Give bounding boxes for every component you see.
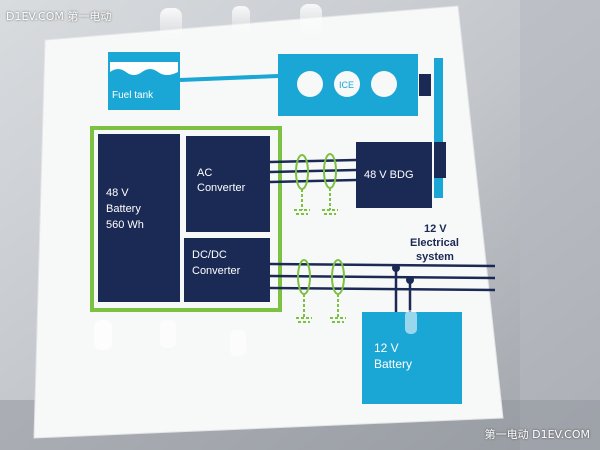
- battery-48v-block: 48 V Battery 560 Wh: [98, 134, 180, 302]
- battery-12v-label-1: 12 V: [374, 341, 399, 355]
- dcdc-converter-label-2: Converter: [192, 265, 241, 277]
- lv-bus-chokes: [296, 259, 346, 323]
- electrical-system-label: 12 V Electrical system: [410, 223, 459, 263]
- battery-12v-label-2: Battery: [374, 357, 412, 371]
- ice-pulley: [419, 74, 431, 96]
- battery-48v-label-1: 48 V: [106, 187, 129, 199]
- ice-block: ICE: [278, 54, 418, 116]
- glare-reflections: [94, 4, 417, 356]
- fuel-tank-label: Fuel tank: [112, 90, 154, 101]
- bdg-pulley: [434, 142, 446, 178]
- watermark-top-left: D1EV.COM 第一电动: [6, 10, 112, 23]
- bus-junction-2: [406, 276, 414, 284]
- battery-48v-label-2: Battery: [106, 203, 141, 215]
- bdg-48v-label: 48 V BDG: [364, 169, 414, 181]
- ac-bus-chokes: [294, 153, 338, 215]
- ac-converter-label-1: AC: [197, 167, 212, 179]
- electrical-system-label-1: 12 V: [424, 223, 447, 235]
- ac-converter-label-2: Converter: [197, 182, 246, 194]
- ice-label: ICE: [339, 80, 354, 90]
- belt: [434, 58, 443, 198]
- fuel-tank-block: Fuel tank: [108, 52, 180, 110]
- electrical-system-label-3: system: [416, 251, 454, 263]
- background-right-panel: [520, 0, 600, 450]
- watermark-bottom-right: 第一电动 D1EV.COM: [484, 428, 590, 441]
- fuel-line: [179, 74, 279, 82]
- ac-converter-block: AC Converter: [186, 136, 270, 232]
- battery-48v-label-3: 560 Wh: [106, 219, 144, 231]
- bus-junction-1: [392, 264, 400, 272]
- dcdc-converter-block: DC/DC Converter: [184, 238, 270, 302]
- bdg-48v-block: 48 V BDG: [356, 142, 432, 208]
- electrical-system-label-2: Electrical: [410, 237, 459, 249]
- hv-enclosure: [90, 126, 282, 312]
- ac-bus-lines: [269, 158, 357, 184]
- dcdc-converter-label-1: DC/DC: [192, 249, 227, 261]
